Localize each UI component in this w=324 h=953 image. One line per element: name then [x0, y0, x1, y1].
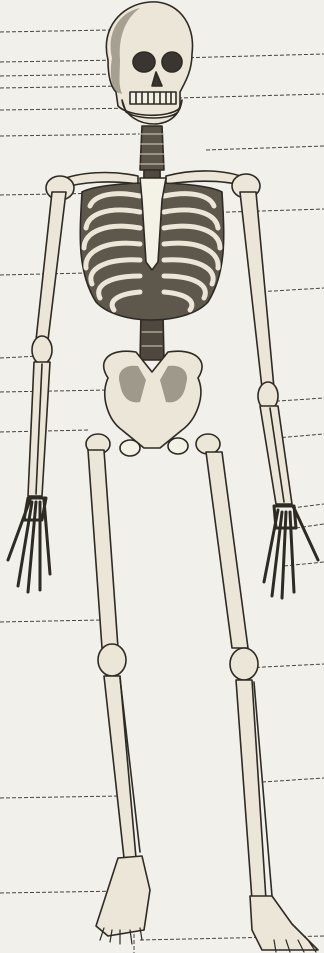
- teeth: [130, 92, 176, 104]
- right-orbit: [162, 52, 182, 72]
- left-elbow: [32, 336, 52, 364]
- cervical-vertebrae: [140, 126, 164, 170]
- left-orbit: [133, 52, 155, 72]
- obturator-left: [120, 440, 140, 456]
- obturator-right: [168, 438, 188, 454]
- right-hip-joint: [196, 434, 220, 454]
- right-knee: [230, 648, 258, 680]
- left-knee: [98, 644, 126, 676]
